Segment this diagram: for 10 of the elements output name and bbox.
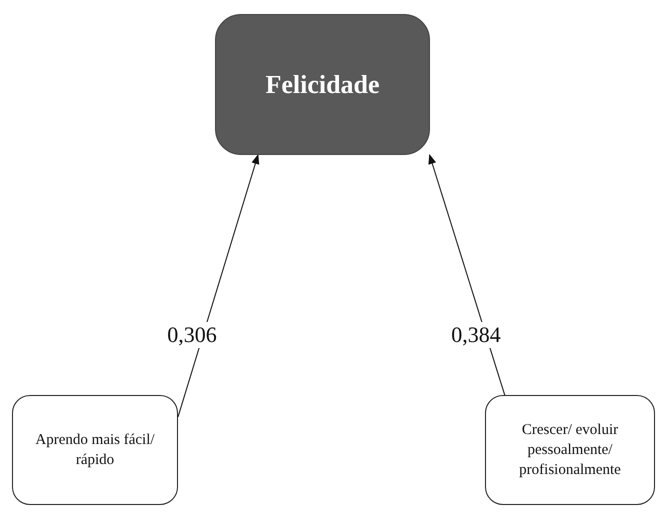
factor-box (12, 395, 178, 505)
node-text: Crescer/ evoluir pessoalmente/ profisionalmente (518, 420, 622, 480)
arrow (428, 154, 506, 398)
arrow (178, 154, 260, 418)
edge-label: 0,306 (166, 322, 218, 348)
node-text: Aprendo mais fácil/ rápido (34, 430, 156, 470)
node-text: Felicidade (265, 68, 380, 101)
factor-box (485, 395, 655, 505)
outcome-box (215, 14, 430, 155)
edge-label: 0,384 (450, 322, 502, 348)
